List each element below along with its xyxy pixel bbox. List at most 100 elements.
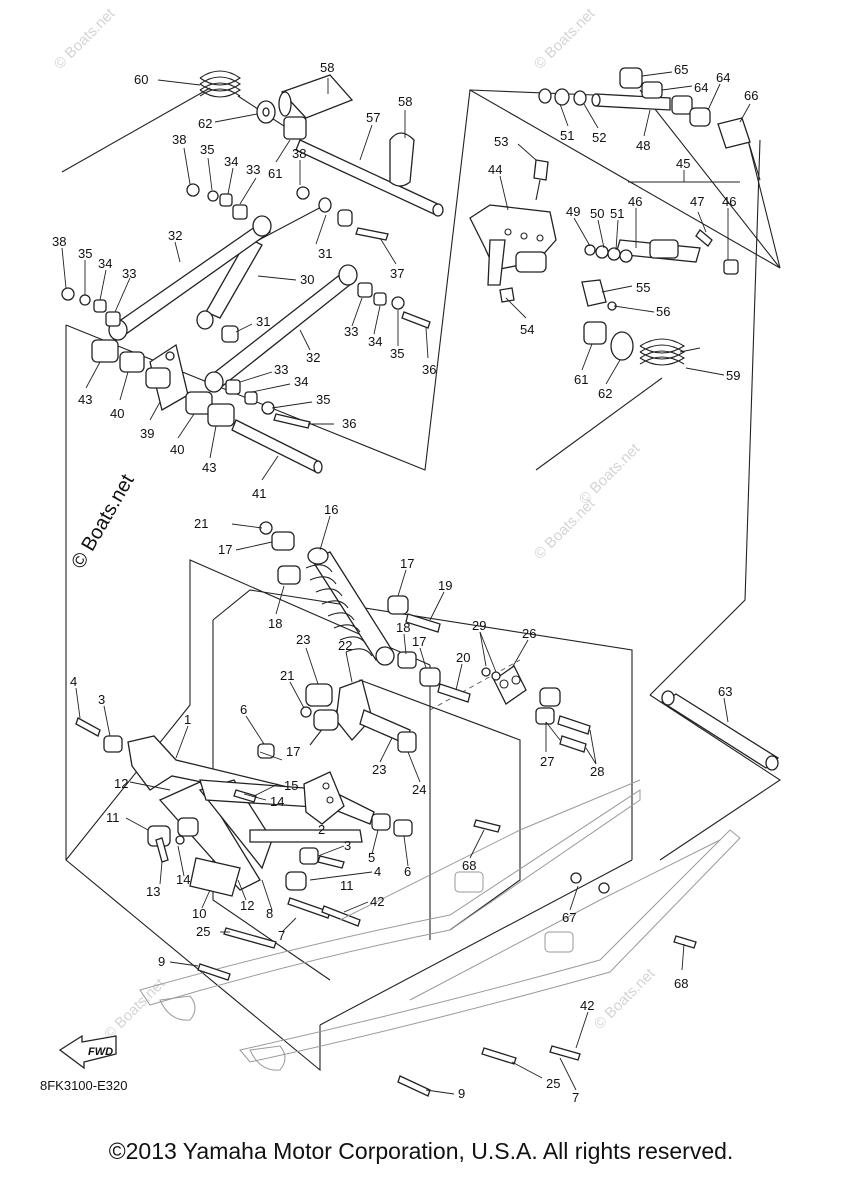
callout-45: 45 xyxy=(676,156,690,171)
callout-50: 50 xyxy=(590,206,604,221)
callout-29: 29 xyxy=(472,618,486,633)
hardware-upper xyxy=(61,183,431,429)
link-26 xyxy=(481,665,591,753)
callout-24: 24 xyxy=(412,782,426,797)
bracket-15 xyxy=(303,771,345,825)
torsion-spring-left xyxy=(61,70,291,173)
drawing-code: 8FK3100-E320 xyxy=(40,1078,127,1093)
shock-hardware xyxy=(259,521,471,703)
callout-23-top: 23 xyxy=(296,632,310,647)
callout-68-left: 68 xyxy=(462,858,476,873)
callout-46-right: 46 xyxy=(722,194,736,209)
callout-36-low: 36 xyxy=(342,416,356,431)
callout-67: 67 xyxy=(562,910,576,925)
callout-32-top: 32 xyxy=(168,228,182,243)
callout-33-mid: 33 xyxy=(344,324,358,339)
callout-43-low: 43 xyxy=(202,460,216,475)
callout-62-left: 62 xyxy=(198,116,212,131)
shaft-63 xyxy=(660,690,780,771)
callout-20: 20 xyxy=(456,650,470,665)
callout-6-low: 6 xyxy=(404,864,411,879)
callout-26: 26 xyxy=(522,626,536,641)
callout-31-top: 31 xyxy=(318,246,332,261)
pivot-shaft-48 xyxy=(591,93,693,115)
callout-5: 5 xyxy=(368,850,375,865)
callout-25-left: 25 xyxy=(196,924,210,939)
callout-12-top: 12 xyxy=(114,776,128,791)
callout-37: 37 xyxy=(390,266,404,281)
callout-55: 55 xyxy=(636,280,650,295)
link-32-upper xyxy=(108,215,272,341)
callout-19: 19 xyxy=(438,578,452,593)
callout-7-right: 7 xyxy=(572,1090,579,1105)
callout-33-top: 33 xyxy=(246,162,260,177)
callout-58-right: 58 xyxy=(398,94,412,109)
callout-10: 10 xyxy=(192,906,206,921)
callout-52: 52 xyxy=(592,130,606,145)
callout-38-left: 38 xyxy=(52,234,66,249)
callout-53: 53 xyxy=(494,134,508,149)
callout-34-left: 34 xyxy=(98,256,112,271)
bushings-lower-left xyxy=(91,339,235,427)
forward-arrow-icon: FWD xyxy=(58,1034,117,1070)
callout-42-right: 42 xyxy=(580,998,594,1013)
fwd-label: FWD xyxy=(88,1046,113,1058)
callout-61-right: 61 xyxy=(574,372,588,387)
callout-40-top: 40 xyxy=(110,406,124,421)
callout-42-left: 42 xyxy=(370,894,384,909)
callout-1: 1 xyxy=(184,712,191,727)
callout-12-low: 12 xyxy=(240,898,254,913)
callout-36-top: 36 xyxy=(422,362,436,377)
callout-14-low: 14 xyxy=(176,872,190,887)
side-watermark: © Boats.net xyxy=(67,470,139,572)
callout-32-mid: 32 xyxy=(306,350,320,365)
rear-shock-16 xyxy=(305,547,395,666)
callout-18-right: 18 xyxy=(396,620,410,635)
callout-64-mid: 64 xyxy=(694,80,708,95)
callout-33-left: 33 xyxy=(122,266,136,281)
callout-63: 63 xyxy=(718,684,732,699)
callout-60: 60 xyxy=(134,72,148,87)
callout-22: 22 xyxy=(338,638,352,653)
callout-34-top: 34 xyxy=(224,154,238,169)
callout-38-mid: 38 xyxy=(292,146,306,161)
callout-28: 28 xyxy=(590,764,604,779)
callout-31-mid: 31 xyxy=(256,314,270,329)
callout-16: 16 xyxy=(324,502,338,517)
callout-49: 49 xyxy=(566,204,580,219)
callout-11-left: 11 xyxy=(106,810,120,825)
callout-39: 39 xyxy=(140,426,154,441)
bracket-44 xyxy=(469,204,557,286)
callout-17-right: 17 xyxy=(400,556,414,571)
callout-66: 66 xyxy=(744,88,758,103)
callout-17-low: 17 xyxy=(286,744,300,759)
slide-rails xyxy=(139,779,741,1097)
copyright-notice: ©2013 Yamaha Motor Corporation, U.S.A. A… xyxy=(108,1138,734,1164)
shaft-57 xyxy=(295,139,444,217)
callout-62-right: 62 xyxy=(598,386,612,401)
callout-15: 15 xyxy=(284,778,298,793)
callout-35-mid: 35 xyxy=(390,346,404,361)
callout-54: 54 xyxy=(520,322,534,337)
exploded-parts-diagram: © Boats.net © Boats.net © Boats.net © Bo… xyxy=(40,5,781,1105)
callout-9-left: 9 xyxy=(158,954,165,969)
callout-61-left: 61 xyxy=(268,166,282,181)
callout-65: 65 xyxy=(674,62,688,77)
callout-41: 41 xyxy=(252,486,266,501)
callout-21-mid: 21 xyxy=(280,668,294,683)
callout-51-mid: 51 xyxy=(610,206,624,221)
callout-9-right: 9 xyxy=(458,1086,465,1101)
cam-55 xyxy=(499,279,617,311)
callout-6-top: 6 xyxy=(240,702,247,717)
callout-4-mid: 4 xyxy=(374,864,381,879)
callout-8: 8 xyxy=(266,906,273,921)
callout-35-left: 35 xyxy=(78,246,92,261)
lever-45 xyxy=(615,229,739,275)
callout-46-left: 46 xyxy=(628,194,642,209)
callout-21-top: 21 xyxy=(194,516,208,531)
watermark-top-left: © Boats.net xyxy=(51,5,119,73)
callout-2: 2 xyxy=(318,822,325,837)
callout-14-top: 14 xyxy=(270,794,284,809)
washer-62-left xyxy=(256,100,276,124)
torsion-spring-right xyxy=(535,321,701,471)
